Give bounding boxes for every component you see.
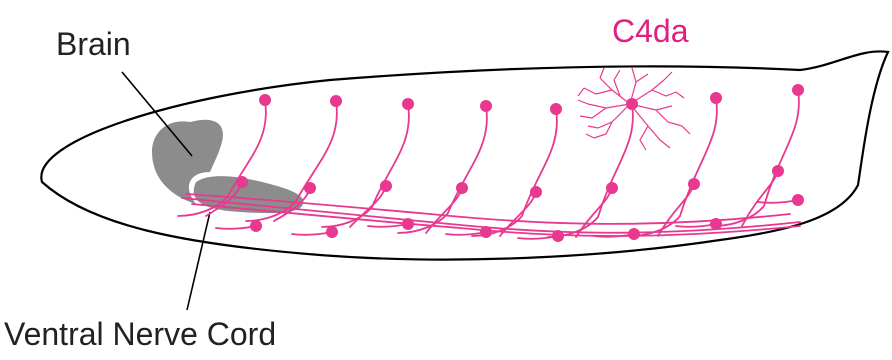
lateral-neuron-soma <box>606 182 618 194</box>
dorsal-neuron-soma <box>550 103 562 115</box>
ventral-neuron-axon <box>216 226 256 229</box>
ventral-neuron-soma <box>792 194 804 206</box>
lateral-neuron-soma <box>304 182 316 194</box>
c4da-label: C4da <box>612 13 689 49</box>
ventral-neuron-soma <box>326 226 338 238</box>
dorsal-neuron-soma <box>480 100 492 112</box>
brain-label: Brain <box>56 26 131 62</box>
ventral-neuron-soma <box>402 218 414 230</box>
ventral-neuron-axon <box>368 224 408 227</box>
ventral-neuron-soma <box>250 220 262 232</box>
ventral-neuron-axon <box>758 200 798 203</box>
lateral-neuron-soma <box>456 182 468 194</box>
lateral-neuron-soma <box>772 165 784 177</box>
lateral-neuron-soma <box>236 176 248 188</box>
ventral-neuron-axon <box>292 232 332 235</box>
lateral-neuron-soma <box>530 186 542 198</box>
dorsal-neuron-soma <box>402 98 414 110</box>
dorsal-neuron-soma <box>792 84 804 96</box>
dorsal-neuron-soma <box>259 94 271 106</box>
lateral-neuron-soma <box>688 178 700 190</box>
dorsal-neuron-soma <box>710 92 722 104</box>
dorsal-neuron-soma <box>330 95 342 107</box>
ventral-nerve-cord-label: Ventral Nerve Cord <box>4 316 276 352</box>
ventral-neuron-soma <box>710 218 722 230</box>
ventral-neuron-axon <box>446 232 486 235</box>
ventral-neuron-axon <box>676 224 716 227</box>
c4da-dendritic-arbor <box>578 68 690 150</box>
vnc-leader-line <box>187 212 210 310</box>
dorsal-neuron-axon <box>714 90 799 226</box>
dorsal-neuron-axon <box>472 109 557 236</box>
ventral-neuron-soma <box>628 228 640 240</box>
dorsal-neuron-axon <box>630 98 717 236</box>
lateral-neuron-soma <box>380 180 392 192</box>
c4da-neurons <box>178 84 804 242</box>
